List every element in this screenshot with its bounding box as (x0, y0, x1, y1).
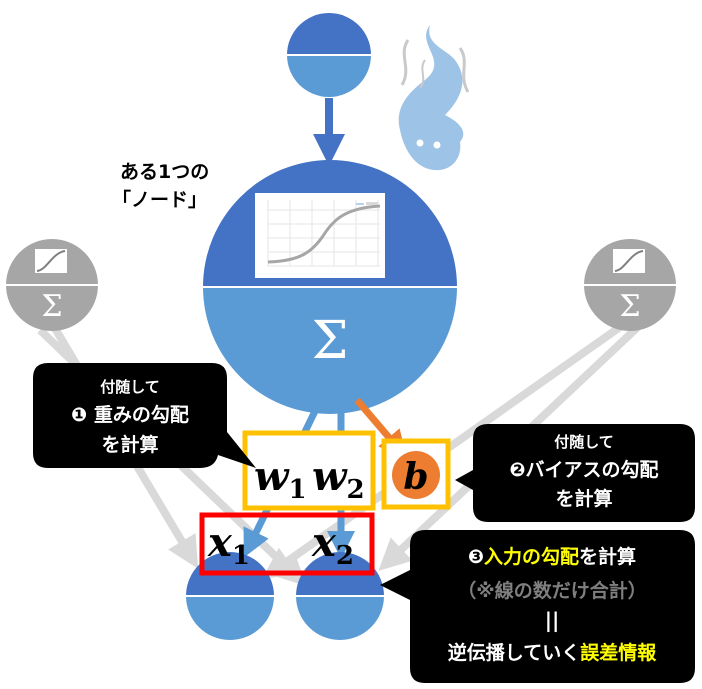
callout-bias-line3: を計算 (555, 487, 612, 510)
gray-node-right: Σ (584, 239, 676, 331)
input-x1: x1 (207, 519, 250, 571)
gray-node-left: Σ (6, 239, 98, 331)
node-label-line1: ある1つの (120, 161, 209, 183)
callout-bias-line1: 付随して (554, 433, 614, 451)
weight-w1: w1 (254, 453, 307, 505)
callout-input-line4: 逆伝播していく誤差情報 (448, 641, 657, 664)
sigma-left: Σ (41, 289, 62, 324)
callout-weights-line1: 付随して (100, 378, 160, 396)
callout-input-line2: （※線の数だけ合計） (457, 579, 646, 602)
bias-label: b (403, 456, 428, 498)
node-label-line2: 「ノード」 (112, 188, 207, 211)
sigma-main: Σ (312, 311, 349, 371)
callout-weights-line3: を計算 (101, 433, 158, 456)
callout-weights-line2: ❶ 重みの勾配 (71, 403, 189, 426)
flame-soul-icon (398, 25, 470, 171)
main-node: Σ (203, 160, 457, 414)
input-x2: x2 (311, 519, 354, 571)
callout-bias-line2: ❷バイアスの勾配 (509, 458, 658, 481)
sigmoid-graph-icon (255, 193, 385, 278)
callout-bias: 付随して ❷バイアスの勾配 を計算 (455, 424, 695, 522)
callout-input: ❸入力の勾配を計算 （※線の数だけ合計） || 逆伝播していく誤差情報 (380, 530, 695, 683)
weights-box (242, 430, 376, 511)
callout-input-line3: || (545, 608, 560, 632)
inputs-box (199, 512, 375, 576)
bias-node (392, 451, 440, 499)
callout-weights: 付随して ❶ 重みの勾配 を計算 (33, 363, 256, 468)
sigma-right: Σ (619, 289, 640, 324)
callout-input-line1: ❸入力の勾配を計算 (468, 545, 636, 568)
weight-w2: w2 (312, 453, 365, 505)
top-node (287, 13, 371, 97)
